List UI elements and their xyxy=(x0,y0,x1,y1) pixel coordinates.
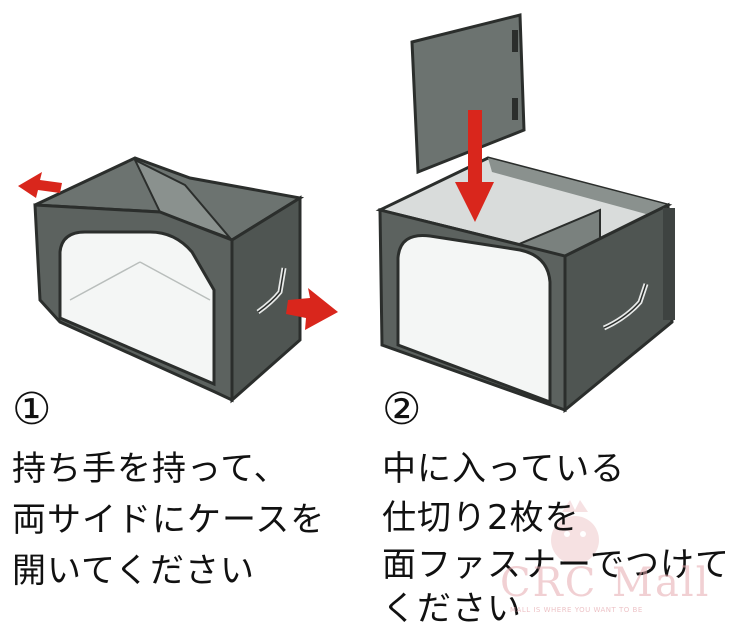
watermark-tagline: MALL IS WHERE YOU WANT TO BE xyxy=(510,606,643,614)
box-divider-drawing xyxy=(375,13,675,414)
box-unfolding-drawing xyxy=(18,156,338,404)
step-2-line-1: 中に入っている xyxy=(382,449,626,489)
step-1-line-1: 持ち手を持って、 xyxy=(12,449,289,489)
step-2-number: ② xyxy=(382,384,422,435)
step-2-line-2: 仕切り2枚を xyxy=(382,498,580,538)
watermark-text: CRC Mall xyxy=(500,560,711,606)
step-1-line-2: 両サイドにケースを xyxy=(12,500,326,540)
step-2-line-3: 面ファスナーでつけて xyxy=(382,545,730,585)
watermark-mascot-icon xyxy=(551,500,599,564)
step-2-line-4: ください xyxy=(382,589,522,629)
step-1-number: ① xyxy=(12,384,52,435)
red-arrow-left xyxy=(18,172,62,198)
red-arrow-down xyxy=(455,110,494,222)
red-arrow-right xyxy=(286,288,338,330)
step-1-line-3: 開いてください xyxy=(12,551,255,591)
